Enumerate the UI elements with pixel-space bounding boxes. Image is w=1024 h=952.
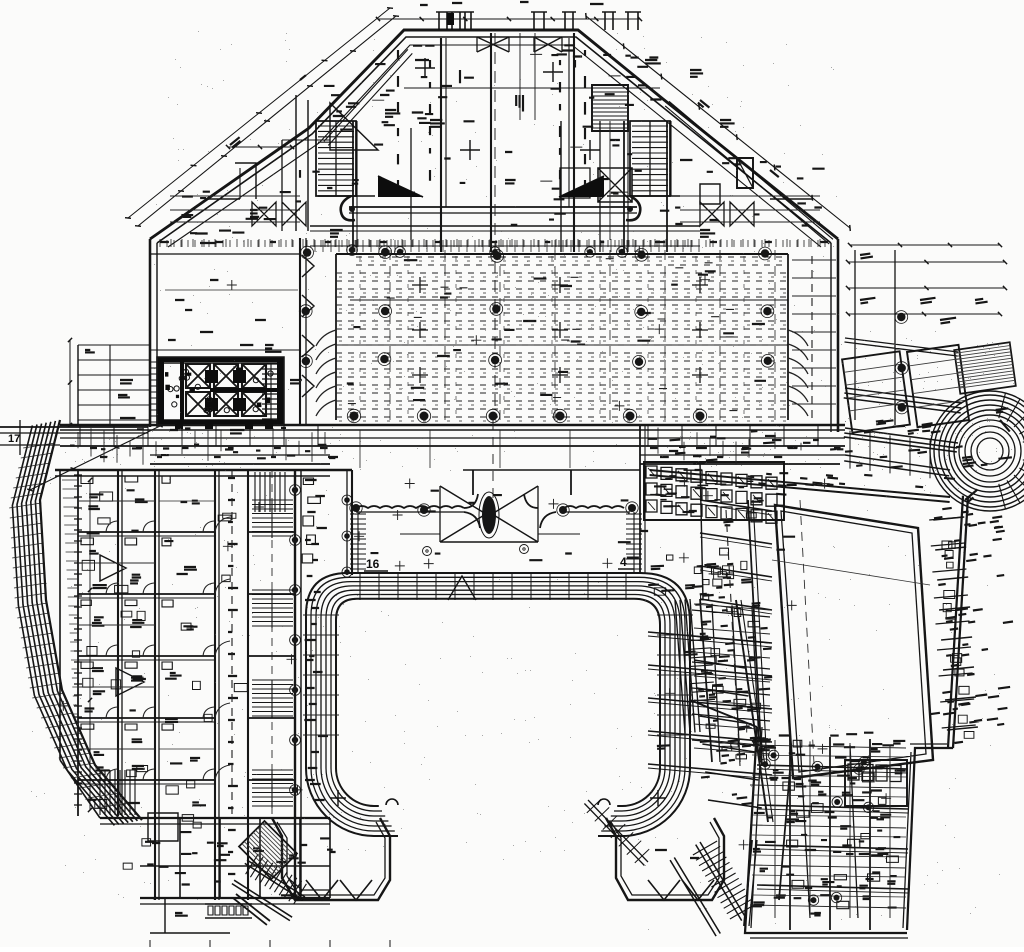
svg-text:16: 16	[366, 557, 380, 571]
svg-text:17: 17	[8, 433, 20, 445]
svg-text:4: 4	[620, 555, 627, 569]
